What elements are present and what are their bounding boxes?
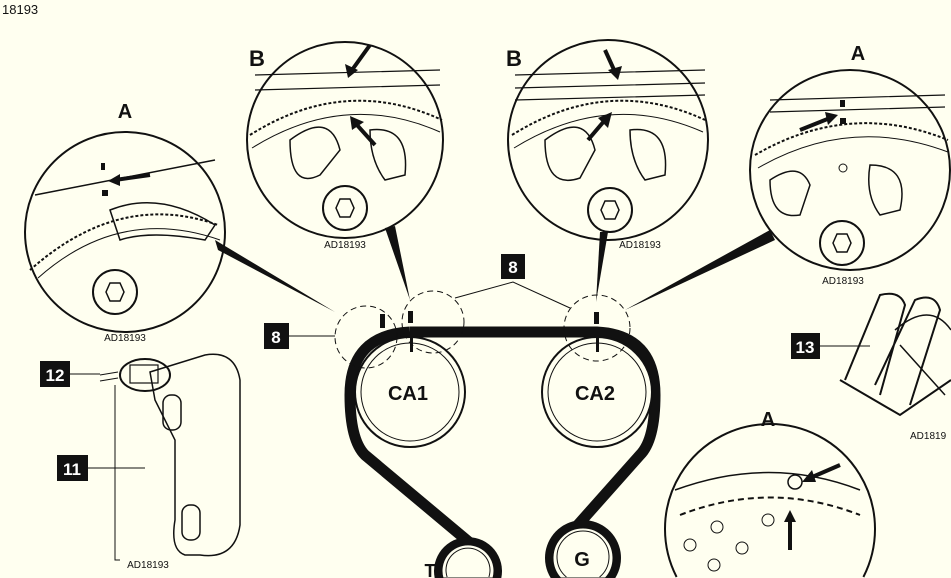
detail-code: AD18193 bbox=[822, 276, 864, 287]
leader-wedge bbox=[625, 230, 775, 310]
detail-b-left: B AD18193 bbox=[246, 41, 444, 251]
clip-code: AD1819 bbox=[910, 431, 947, 442]
leader-wedge bbox=[385, 226, 410, 300]
leader-wedge bbox=[215, 240, 335, 312]
detail-code: AD18193 bbox=[324, 240, 366, 251]
detail-b-right: B AD18193 bbox=[506, 39, 709, 251]
sensor-code: AD18193 bbox=[127, 560, 169, 571]
detail-a-right: A AD18193 bbox=[749, 43, 951, 287]
detail-code: AD18193 bbox=[619, 240, 661, 251]
tensioner-t: T bbox=[425, 537, 502, 578]
detail-a-bottom: A bbox=[664, 409, 876, 578]
callout-label: 8 bbox=[508, 258, 517, 277]
callout-label: 8 bbox=[271, 328, 280, 347]
pulley-g: G bbox=[545, 519, 621, 578]
detail-code: AD18193 bbox=[104, 333, 146, 344]
detail-label: A bbox=[851, 43, 865, 65]
callout-label: 11 bbox=[63, 460, 81, 479]
detail-label: A bbox=[761, 409, 775, 431]
reference-number: 18193 bbox=[2, 2, 38, 17]
callout-label: 12 bbox=[46, 366, 65, 385]
timing-belt bbox=[344, 326, 661, 575]
binder-clip bbox=[839, 292, 951, 417]
callout-8-top bbox=[501, 254, 525, 279]
callout-11 bbox=[57, 455, 88, 481]
callout-12 bbox=[40, 361, 70, 387]
pulley-label: CA2 bbox=[575, 383, 615, 405]
detail-label: B bbox=[506, 46, 522, 71]
sensor-bracket bbox=[99, 353, 241, 561]
focus-circle bbox=[563, 294, 631, 362]
callout-label: 13 bbox=[796, 338, 815, 357]
callout-8-left bbox=[264, 323, 289, 349]
leader-wedge bbox=[596, 232, 608, 302]
focus-circle bbox=[334, 305, 398, 369]
pulley-label: G bbox=[574, 549, 590, 571]
pulley-ca1: CA1 bbox=[354, 336, 466, 448]
detail-a-left: A AD18193 bbox=[24, 101, 226, 344]
detail-label: A bbox=[118, 101, 132, 123]
detail-label: B bbox=[249, 46, 265, 71]
focus-circle bbox=[401, 290, 465, 354]
pulley-label: T bbox=[425, 561, 436, 578]
callout-13 bbox=[791, 333, 820, 359]
pulley-ca2: CA2 bbox=[541, 336, 653, 448]
pulley-label: CA1 bbox=[388, 383, 428, 405]
